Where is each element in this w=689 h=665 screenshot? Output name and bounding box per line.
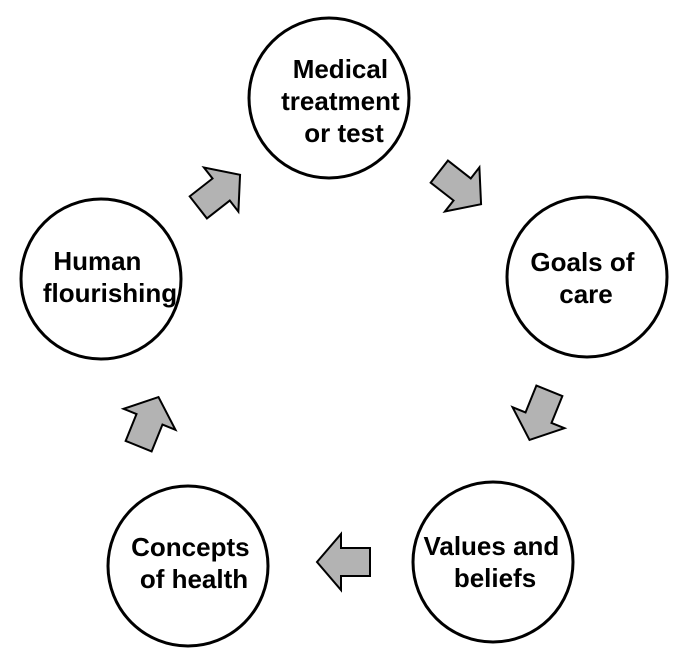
node-values-line-2: beliefs — [454, 563, 536, 593]
node-concepts-label: Concepts of health — [131, 532, 257, 594]
node-values-label: Values and beliefs — [423, 531, 566, 593]
node-medical-circle — [247, 16, 411, 180]
arrows-layer — [120, 159, 568, 593]
node-human-circle — [19, 197, 183, 361]
node-medical-label: Medical treatment or test — [281, 54, 407, 148]
node-medical-line-3: or test — [304, 118, 384, 148]
node-values-circle — [411, 480, 575, 644]
node-goals: Goals of care — [505, 195, 669, 359]
node-goals-label: Goals of care — [530, 247, 641, 309]
node-human: Human flourishing — [19, 197, 183, 361]
node-concepts-circle — [106, 484, 270, 648]
node-human-label: Human flourishing — [43, 246, 177, 308]
arrow-concepts-to-human — [120, 395, 178, 453]
node-goals-line-1: Goals of — [530, 247, 634, 277]
node-human-line-1: Human — [53, 246, 141, 276]
node-medical-line-1: Medical — [293, 54, 388, 84]
arrow-goals-to-values — [510, 384, 568, 442]
arrow-human-to-medical — [188, 165, 242, 220]
node-concepts-line-2: of health — [140, 564, 248, 594]
node-goals-line-2: care — [559, 279, 613, 309]
node-human-line-2: flourishing — [43, 278, 177, 308]
node-concepts: Concepts of health — [106, 484, 270, 648]
node-medical: Medical treatment or test — [247, 16, 411, 180]
node-values-line-1: Values and — [423, 531, 559, 561]
node-values: Values and beliefs — [411, 480, 575, 644]
node-goals-circle — [505, 195, 669, 359]
node-concepts-line-1: Concepts — [131, 532, 249, 562]
arrow-medical-to-goals — [429, 159, 483, 214]
node-medical-line-2: treatment — [281, 86, 400, 116]
arrow-values-to-concepts — [315, 531, 371, 593]
